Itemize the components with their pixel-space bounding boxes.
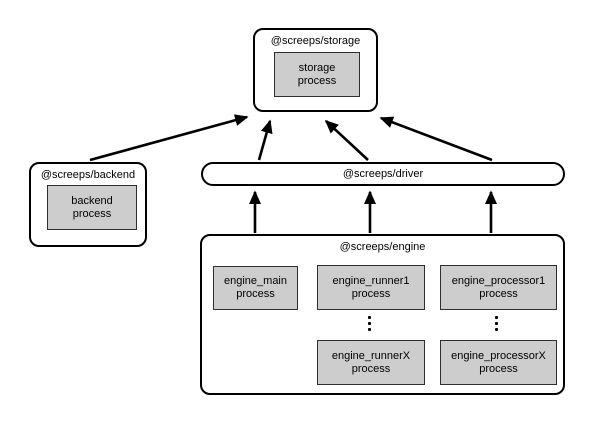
storage-process-line1: storage — [298, 61, 336, 74]
engine-main-line1: engine_main — [224, 275, 287, 287]
vertical-ellipsis-icon — [495, 316, 498, 331]
backend-process-line1: backend — [71, 194, 113, 207]
arrow-driver-to-storage-left — [257, 119, 273, 161]
node-driver: @screeps/driver — [201, 162, 565, 186]
node-driver-title: @screeps/driver — [342, 168, 424, 180]
engine-runnerX-process-box: engine_runnerX process — [317, 340, 425, 385]
node-backend: @screeps/backend backend process — [29, 162, 147, 247]
engine-processor1-line1: engine_processor1 — [451, 274, 546, 287]
node-storage-title: @screeps/storage — [270, 35, 361, 47]
node-backend-title: @screeps/backend — [40, 169, 136, 181]
engine-runnerX-line2: process — [351, 362, 391, 375]
engine-runner1-line2: process — [351, 287, 391, 300]
engine-main-process-box: engine_main process — [213, 266, 298, 310]
engine-main-line2: process — [236, 288, 275, 300]
engine-runner1-process-box: engine_runner1 process — [317, 265, 425, 310]
engine-processor1-line2: process — [479, 287, 518, 300]
backend-process-box: backend process — [47, 185, 137, 230]
engine-runner1-line1: engine_runner1 — [332, 274, 410, 287]
engine-runnerX-line1: engine_runnerX — [331, 349, 411, 362]
engine-processor1-process-box: engine_processor1 process — [440, 265, 557, 310]
node-engine: @screeps/engine engine_main process engi… — [200, 234, 565, 395]
node-engine-title: @screeps/engine — [339, 241, 426, 253]
storage-process-box: storage process — [274, 52, 360, 97]
storage-process-line2: process — [297, 74, 337, 87]
engine-processorX-line1: engine_processorX — [451, 349, 546, 362]
node-storage: @screeps/storage storage process — [253, 28, 378, 112]
engine-processorX-line2: process — [479, 362, 518, 375]
backend-process-line2: process — [72, 207, 112, 220]
arrow-driver-to-storage-mid — [324, 119, 369, 161]
arrow-driver-to-storage-right — [379, 116, 493, 162]
arrow-backend-to-storage — [89, 114, 249, 162]
engine-processorX-process-box: engine_processorX process — [440, 340, 557, 385]
vertical-ellipsis-icon — [368, 316, 371, 331]
